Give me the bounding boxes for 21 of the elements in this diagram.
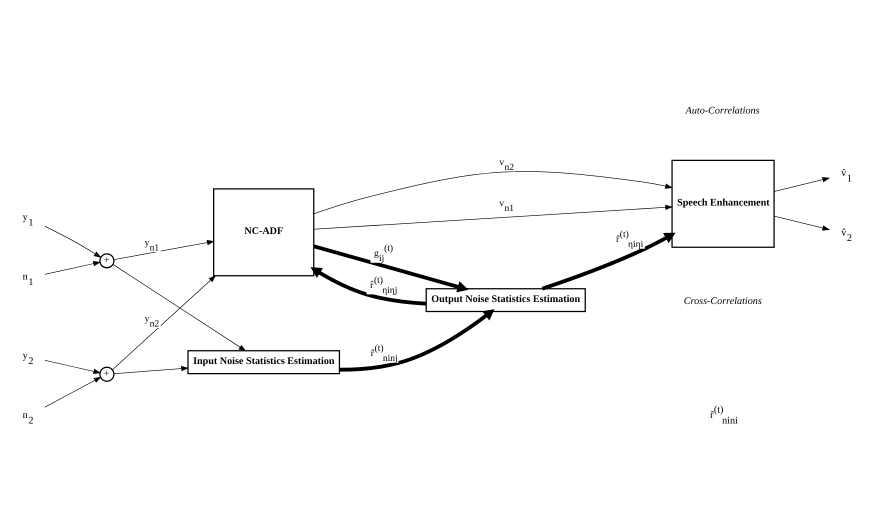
node-box: Speech Enhancement [671,159,775,248]
arrow [112,264,246,351]
arrow [44,376,102,407]
node-box: Output Noise Statistics Estimation [426,288,586,312]
arrow [310,266,426,306]
arrow [340,308,495,372]
arrow [313,204,673,230]
node-circle: + [99,252,114,268]
node-box: NC-ADF [213,188,314,276]
arrow [114,365,189,374]
arrow [774,215,830,230]
arrow [44,225,102,258]
arrow [44,359,102,374]
label: Cross-Correlations [684,295,762,306]
arrow [112,274,216,370]
arrow [774,176,830,192]
node-circle: + [99,366,114,382]
node-box: Input Noise Statistics Estimation [187,350,340,374]
arrow [114,239,215,260]
label: Auto-Correlations [686,105,760,116]
arrow [44,260,101,274]
